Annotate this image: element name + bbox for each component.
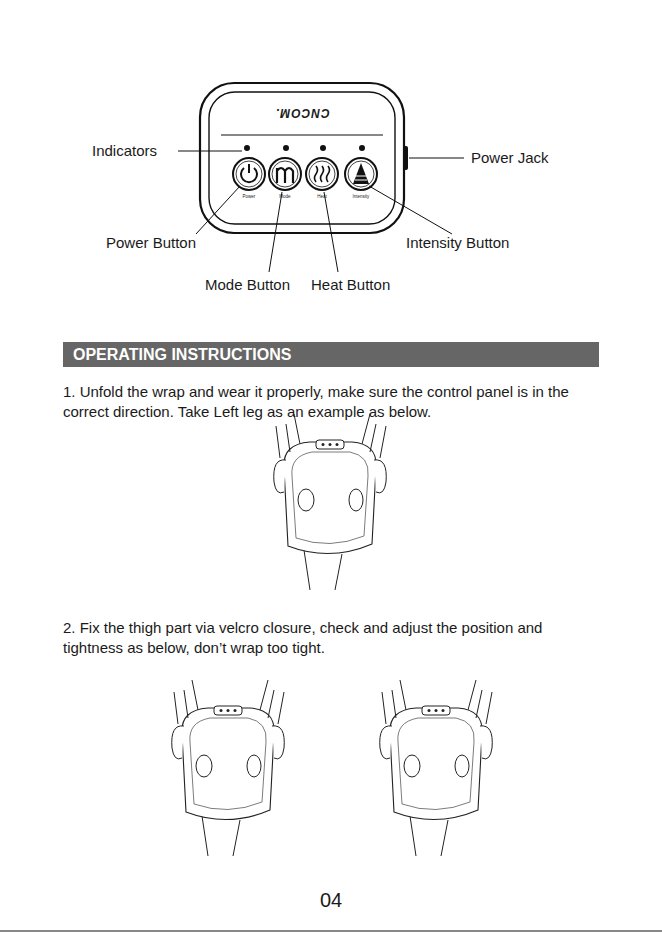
page-rule	[0, 930, 662, 931]
instruction-step: 1. Unfold the wrap and wear it properly,…	[63, 382, 603, 422]
button-caption: Power	[243, 194, 256, 199]
illustration-part	[306, 158, 338, 190]
callout-label: Heat Button	[311, 276, 390, 294]
leader-lines	[178, 151, 464, 272]
illustration-part	[244, 145, 250, 151]
illustration-part	[283, 145, 289, 151]
section-heading-band: OPERATING INSTRUCTIONS	[63, 342, 599, 367]
illustration-part	[353, 163, 369, 184]
page-number: 04	[320, 888, 342, 912]
callout-label: Power Button	[106, 234, 196, 252]
instruction-step: 2. Fix the thigh part via velcro closure…	[63, 618, 603, 658]
control-panel	[200, 83, 408, 233]
illustration-part	[248, 164, 250, 173]
illustration-part	[269, 192, 282, 272]
illustration-part	[277, 168, 293, 183]
illustration-part	[409, 158, 464, 159]
illustration-part	[269, 158, 301, 190]
brand-logo: CNCOM.	[275, 106, 330, 120]
illustration-part	[345, 158, 377, 190]
knee-wrap-figure	[172, 680, 285, 856]
illustration-part	[272, 161, 298, 187]
illustration-part	[178, 151, 242, 152]
illustration-part	[236, 161, 262, 187]
illustration-part	[348, 161, 374, 187]
illustration-part	[355, 176, 367, 180]
callout-label: Intensity Button	[406, 234, 509, 252]
button-caption: Mode	[279, 194, 290, 199]
callout-label: Indicators	[92, 142, 157, 160]
illustration-part	[369, 186, 452, 234]
button-caption: Intensity	[353, 194, 370, 199]
knee-wrap-figure	[380, 680, 493, 856]
illustration-part	[320, 145, 326, 151]
illustration-part	[315, 166, 330, 182]
illustration-part	[359, 145, 365, 151]
illustration-part	[209, 92, 395, 224]
callout-label: Power Jack	[471, 149, 549, 167]
illustration-part	[403, 146, 408, 170]
illustration-part	[233, 158, 265, 190]
knee-wrap-figure	[274, 414, 387, 590]
button-caption: Heat	[317, 194, 327, 199]
illustration-part	[200, 83, 404, 233]
section-band	[63, 342, 599, 367]
section-heading: OPERATING INSTRUCTIONS	[73, 346, 291, 364]
illustration-part	[196, 186, 240, 234]
callout-label: Mode Button	[205, 276, 290, 294]
illustration-part	[309, 161, 335, 187]
illustration-part	[221, 135, 383, 136]
illustration-part	[324, 192, 338, 272]
